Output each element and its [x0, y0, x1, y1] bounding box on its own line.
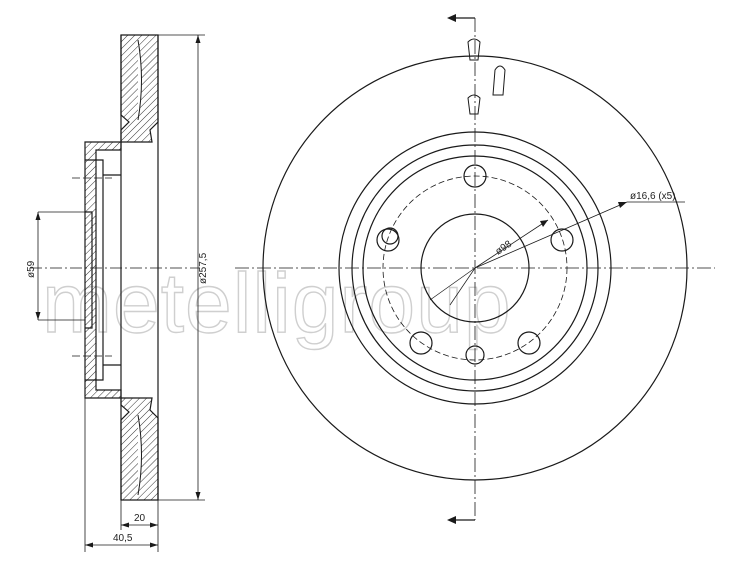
side-dim-arrows [35, 35, 201, 548]
pin-hole [381, 227, 399, 245]
dim-disc-thickness: 20 [134, 513, 146, 524]
dim-hub-diameter: ø59 [26, 260, 37, 278]
watermark-logo: metelligroup [42, 256, 512, 350]
dim-outer-diameter: ø257,5 [198, 252, 209, 284]
bolt-hole [409, 331, 433, 355]
dim-pcd: ø98 [494, 238, 515, 257]
side-section-view [30, 34, 205, 552]
front-dim-arrows [447, 14, 627, 524]
front-view [235, 17, 715, 521]
bolt-hole [376, 228, 400, 252]
dim-overall-height: 40,5 [113, 533, 133, 544]
bolt-hole [550, 228, 574, 252]
pin-hole [465, 345, 485, 365]
bolt-hole [463, 164, 487, 188]
bolt-hole [517, 331, 541, 355]
dim-bolt-holes: ø16,6 (x5) [630, 191, 676, 202]
